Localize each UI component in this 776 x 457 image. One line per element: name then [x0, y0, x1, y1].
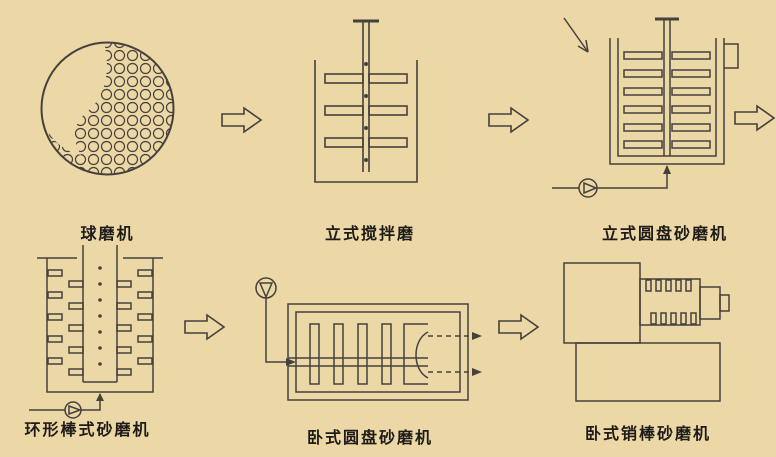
vertical-disc-sand-mill-figure	[548, 16, 748, 211]
vertical-stirred-mill-diagram	[314, 19, 418, 183]
vertical-disc-sand-mill-label: 立式圆盘砂磨机	[601, 224, 728, 243]
right-arrow-icon	[184, 313, 226, 341]
horizontal-disc-sand-mill-figure	[240, 272, 488, 424]
horizontal-pin-sand-mill-figure	[562, 255, 732, 405]
annular-rod-sand-mill-label: 环形棒式砂磨机	[24, 420, 151, 439]
flow-arrow-4	[183, 313, 227, 345]
right-arrow-icon	[221, 106, 263, 134]
vertical-disc-sand-mill-diagram	[552, 17, 739, 198]
annular-rod-sand-mill-diagram	[29, 245, 163, 419]
flow-arrow-3	[733, 104, 776, 136]
ball-mill-figure	[35, 36, 180, 181]
right-arrow-icon	[498, 313, 540, 341]
vertical-stirred-mill-label: 立式搅拌磨	[324, 224, 415, 243]
flow-arrow-5	[497, 313, 541, 345]
flow-arrow-2	[487, 106, 531, 138]
right-arrow-icon	[734, 104, 776, 132]
ball-mill-diagram	[40, 41, 175, 176]
ball-mill-label: 球磨机	[80, 224, 135, 243]
annular-rod-sand-mill-figure	[25, 240, 175, 426]
horizontal-pin-sand-mill-diagram	[563, 262, 730, 402]
vertical-stirred-mill-figure	[300, 12, 432, 197]
horizontal-disc-sand-mill-label: 卧式圆盘砂磨机	[306, 428, 433, 447]
horizontal-disc-sand-mill-diagram	[255, 277, 482, 401]
right-arrow-icon	[488, 106, 530, 134]
horizontal-pin-sand-mill-label: 卧式销棒砂磨机	[584, 424, 711, 443]
flow-arrow-1	[220, 106, 264, 138]
